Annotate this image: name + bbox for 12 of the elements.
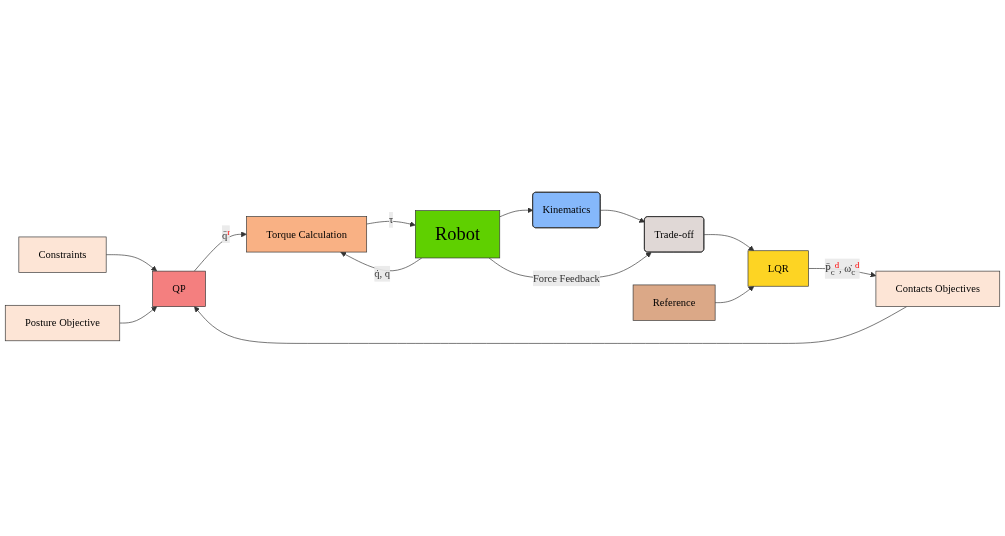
node-box: Robot (415, 210, 501, 259)
node-box: Constraints (18, 236, 107, 273)
node-box: Torque Calculation (246, 216, 368, 253)
edge-label: q̇, q (374, 267, 391, 280)
node-box: QP (152, 270, 206, 308)
node-box: LQR (747, 250, 809, 287)
edge-label: Force Feedback (532, 272, 600, 284)
node-box: Reference (632, 284, 716, 321)
node-box: Contacts Objectives (875, 270, 1001, 308)
edge-label: τ (389, 214, 394, 226)
node-box: Posture Objective (4, 305, 121, 342)
edge-label: q̈$^{r}$ (221, 226, 231, 241)
